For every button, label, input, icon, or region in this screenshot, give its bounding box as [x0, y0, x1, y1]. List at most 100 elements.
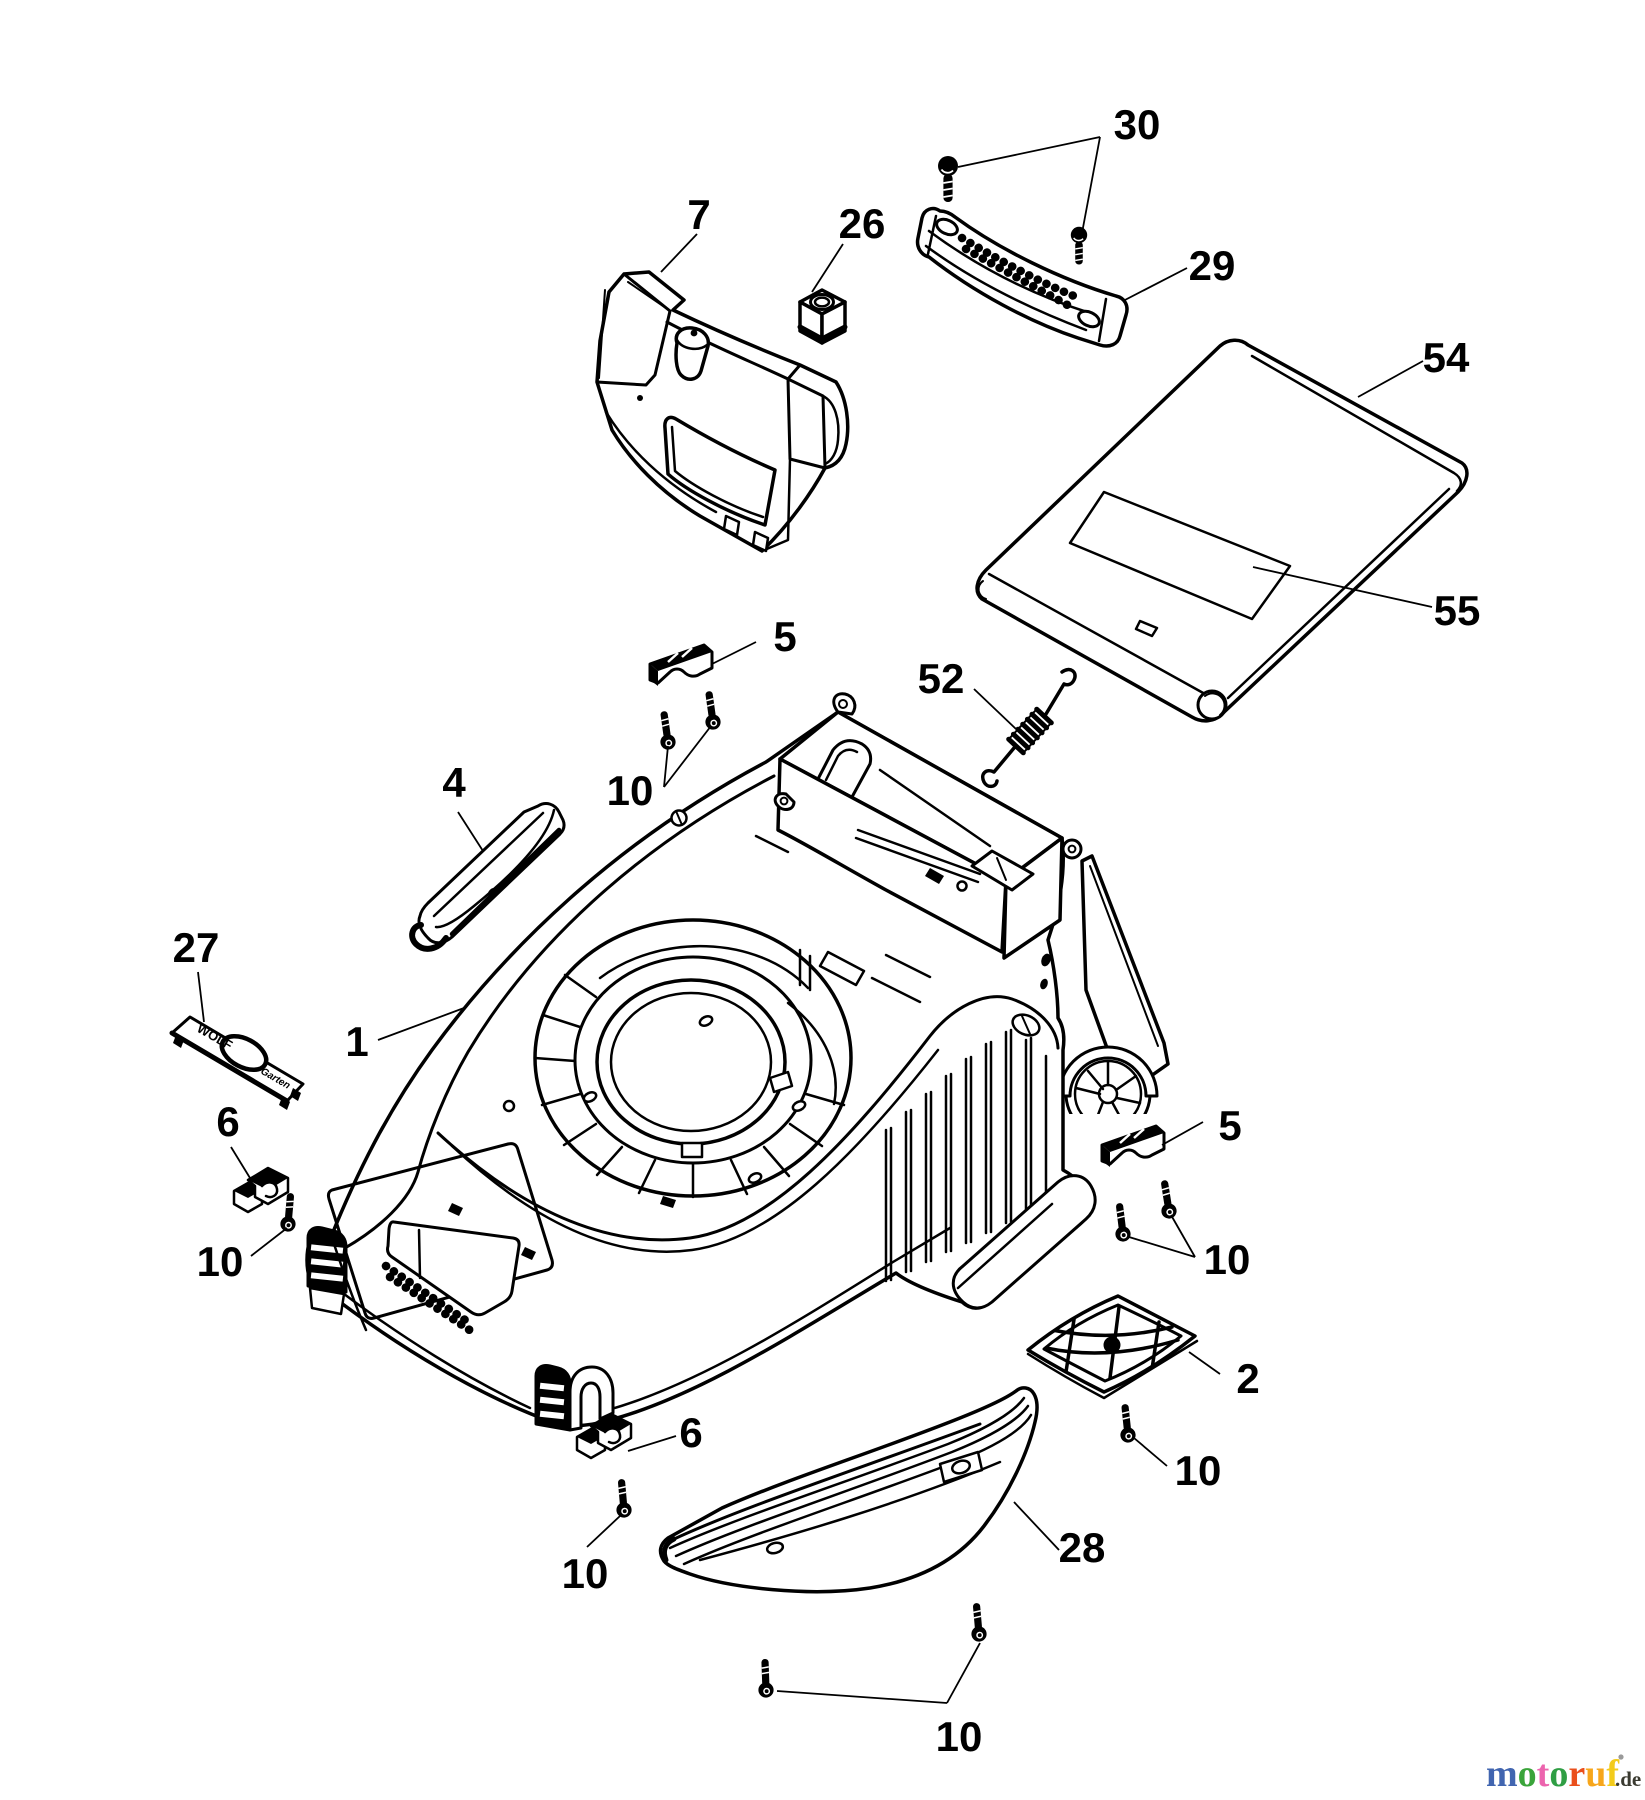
foot-pad [951, 1174, 1097, 1310]
part-label: 6 [679, 1409, 702, 1456]
part-label: 10 [1204, 1236, 1251, 1283]
callout-7: 7 [660, 191, 711, 273]
leader-line [457, 811, 484, 852]
leader-line [1128, 1236, 1196, 1258]
callout-4: 4 [442, 759, 484, 852]
front-recess [326, 1142, 554, 1338]
leader-line [230, 1146, 251, 1179]
part-label: 10 [1175, 1447, 1222, 1494]
part-28-deflector-drawing [658, 1386, 1039, 1594]
part-6-clip-bottom-drawing [575, 1412, 633, 1460]
callout-1: 1 [345, 1007, 465, 1065]
leader-line [1161, 1121, 1204, 1146]
part-7-switch-housing-drawing [595, 270, 850, 553]
callout-10-bottom: 10 [776, 1642, 983, 1760]
leader-line [776, 1690, 948, 1704]
part-label: 30 [1114, 101, 1161, 148]
part-label: 5 [773, 613, 796, 660]
callout-5-right: 5 [1161, 1102, 1242, 1149]
part-label: 52 [918, 655, 965, 702]
part-label: 10 [607, 767, 654, 814]
fan-ribs [533, 973, 846, 1199]
callout-10-mid-right: 10 [1133, 1437, 1222, 1494]
leader-line [1170, 1214, 1196, 1258]
callout-6-bottom: 6 [627, 1409, 703, 1456]
callouts: 30 7 26 29 54 55 5 52 [173, 101, 1481, 1760]
leader-line [1013, 1501, 1060, 1551]
part-2-grid-plate-drawing [1026, 1294, 1199, 1400]
callout-2: 2 [1188, 1351, 1260, 1402]
leader-line [586, 1515, 621, 1548]
front-right-wheel-bracket [534, 1364, 615, 1432]
registered-mark-dot [1618, 1754, 1624, 1760]
leader-line [627, 1435, 677, 1452]
part-label: 4 [442, 759, 466, 806]
callout-28: 28 [1013, 1501, 1106, 1571]
callout-29: 29 [1122, 242, 1236, 302]
part-4-trim-strip-drawing [409, 802, 566, 952]
deck-inner-walls [754, 834, 932, 1004]
leader-line [946, 1642, 981, 1704]
callout-55: 55 [1252, 566, 1481, 634]
callout-10-left: 10 [197, 1227, 288, 1285]
leader-line [973, 688, 1017, 730]
callout-10-top: 10 [607, 725, 712, 814]
part-label: 55 [1434, 587, 1481, 634]
leader-line [957, 136, 1101, 168]
part-label: 10 [197, 1238, 244, 1285]
callout-54: 54 [1357, 334, 1470, 398]
leader-line [1122, 267, 1188, 302]
part-label: 26 [839, 200, 886, 247]
part-29-handle-bar-drawing [915, 206, 1129, 348]
rear-wheel-drawing [1057, 1045, 1159, 1114]
part-27-badge-strip-drawing: WOLF Garten [169, 1015, 305, 1110]
callout-5-top: 5 [711, 613, 797, 665]
leader-line [197, 971, 205, 1023]
part-label: 7 [687, 191, 710, 238]
leader-line [250, 1227, 288, 1257]
part-52-spring-drawing [981, 667, 1077, 789]
part-54-rear-flap-drawing [975, 338, 1469, 723]
part-label: 28 [1059, 1524, 1106, 1571]
part-label: 10 [936, 1713, 983, 1760]
callout-52: 52 [918, 655, 1017, 730]
part-6-clip-left-drawing [232, 1166, 290, 1214]
leader-line [711, 641, 757, 665]
callout-30: 30 [957, 101, 1161, 234]
part-5-clip-top-drawing [648, 643, 714, 686]
deck-blower-opening [533, 918, 853, 1199]
part-label: 27 [173, 924, 220, 971]
leader-line [1133, 1437, 1168, 1467]
watermark-word: motoruf [1486, 1753, 1620, 1795]
leader-line [811, 243, 844, 293]
part-5-clip-right-drawing [1100, 1124, 1166, 1167]
watermark-logo: motoruf .de [1486, 1753, 1641, 1795]
leader-line [1357, 360, 1424, 398]
front-left-wheel-bracket [306, 1226, 348, 1316]
leader-line [1188, 1351, 1221, 1375]
leader-line [663, 725, 712, 788]
part-26-block-drawing [797, 288, 848, 345]
part-label: 10 [562, 1550, 609, 1597]
part-label: 54 [1423, 334, 1470, 381]
part-1-deck-housing-drawing [305, 692, 1170, 1432]
callout-27: 27 [173, 924, 220, 1023]
skirt-ribs [884, 1028, 1048, 1283]
deck-rear-box [773, 692, 1064, 960]
part-label: 5 [1218, 1102, 1241, 1149]
leader-line [663, 745, 669, 788]
callout-10-bottom-left: 10 [562, 1515, 621, 1597]
leader-line [1252, 566, 1433, 608]
leader-line [660, 233, 698, 273]
leader-line [1081, 136, 1101, 234]
part-label: 29 [1189, 242, 1236, 289]
part-label: 6 [216, 1098, 239, 1145]
watermark-suffix: .de [1615, 1767, 1641, 1791]
leader-line [377, 1007, 465, 1041]
callout-6-left: 6 [216, 1098, 251, 1179]
part-label: 1 [345, 1018, 368, 1065]
callout-10-right: 10 [1128, 1214, 1251, 1283]
callout-26: 26 [811, 200, 886, 293]
part-label: 2 [1236, 1355, 1259, 1402]
